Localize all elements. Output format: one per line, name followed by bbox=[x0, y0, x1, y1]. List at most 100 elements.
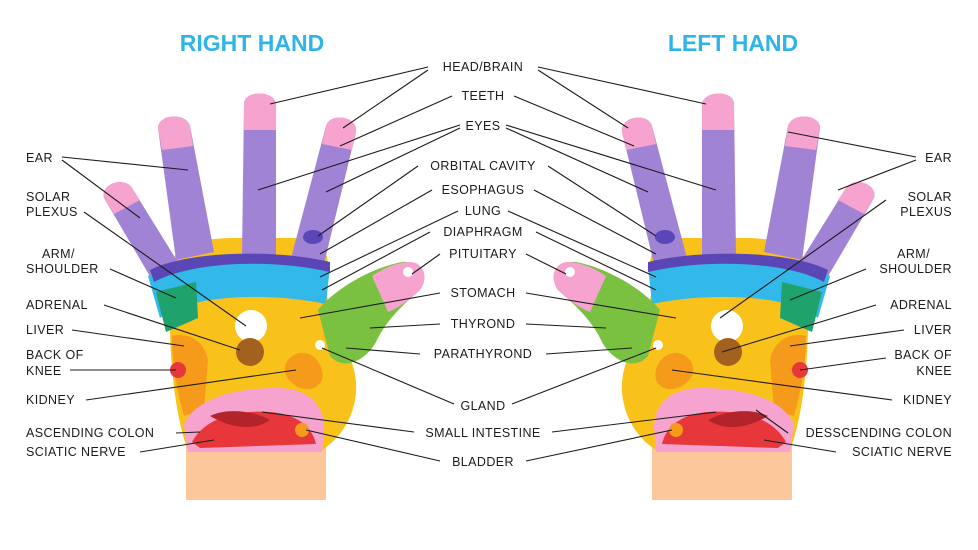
right-hand-labels: EAR SOLAR PLEXUS ARM/ SHOULDER ADRENAL L… bbox=[26, 151, 154, 459]
right-fingers bbox=[103, 93, 357, 290]
right-bladder-dark bbox=[210, 411, 270, 428]
line-solar-l bbox=[719, 199, 887, 319]
line-orbital-l bbox=[547, 165, 657, 237]
line-ear-l2 bbox=[837, 159, 917, 191]
label-colon-left: DESSCENDING COLON bbox=[806, 426, 952, 440]
line-sciatic-l bbox=[763, 439, 837, 453]
line-ear-r2 bbox=[61, 159, 141, 219]
label-stomach: STOMACH bbox=[450, 286, 515, 300]
line-small-int-r bbox=[261, 411, 415, 433]
label-liver-left: LIVER bbox=[914, 323, 952, 337]
left-gland-spot bbox=[653, 340, 663, 350]
label-colon-right: ASCENDING COLON bbox=[26, 426, 154, 440]
line-teeth-r bbox=[339, 95, 453, 147]
line-sciatic-r bbox=[139, 439, 215, 453]
right-pinky bbox=[103, 182, 184, 290]
left-pituitary-spot bbox=[565, 267, 575, 277]
line-eyes-l2 bbox=[505, 127, 649, 193]
line-stomach-r bbox=[299, 292, 441, 319]
left-pinky-tip bbox=[838, 182, 875, 214]
label-back-knee-right-1: BACK OF bbox=[26, 348, 84, 362]
label-arm-left-1: ARM/ bbox=[897, 247, 930, 261]
line-knee-l bbox=[799, 357, 887, 371]
right-back-of-knee-spot bbox=[170, 362, 186, 378]
right-middle-finger bbox=[242, 93, 276, 256]
line-arm-r bbox=[109, 268, 177, 299]
left-hand-title: LEFT HAND bbox=[668, 30, 798, 56]
left-adrenal-spot bbox=[714, 338, 742, 366]
left-bladder-dark bbox=[708, 411, 768, 428]
left-middle-tip bbox=[702, 93, 734, 130]
line-small-int-l bbox=[551, 411, 717, 433]
right-liver-zone bbox=[172, 335, 208, 416]
label-arm-left-2: SHOULDER bbox=[879, 262, 952, 276]
label-back-knee-left-2: KNEE bbox=[916, 364, 952, 378]
line-kidney-r bbox=[85, 369, 297, 401]
label-back-knee-left-1: BACK OF bbox=[894, 348, 952, 362]
label-arm-right-1: ARM/ bbox=[42, 247, 75, 261]
line-kidney-l bbox=[671, 369, 893, 401]
label-head-brain: HEAD/BRAIN bbox=[443, 60, 523, 74]
label-kidney-right: KIDNEY bbox=[26, 393, 75, 407]
line-ear-r1 bbox=[61, 156, 189, 171]
left-arm-shoulder-zone bbox=[780, 282, 822, 332]
line-adrenal-l bbox=[721, 304, 877, 353]
left-ring-finger bbox=[764, 116, 820, 260]
line-liver-l bbox=[789, 329, 905, 347]
label-kidney-left: KIDNEY bbox=[903, 393, 952, 407]
line-stomach-l bbox=[525, 292, 677, 319]
left-index-tip bbox=[621, 117, 656, 150]
center-labels: HEAD/BRAIN TEETH EYES ORBITAL CAVITY ESO… bbox=[425, 60, 540, 469]
line-pituitary-r bbox=[411, 253, 441, 275]
line-parathyrond-r bbox=[345, 347, 421, 355]
line-head-brain-l2 bbox=[537, 69, 629, 129]
line-bladder-l bbox=[525, 429, 673, 462]
label-parathyrond: PARATHYROND bbox=[434, 347, 532, 361]
label-ear-right: EAR bbox=[26, 151, 53, 165]
line-gland-l bbox=[511, 347, 657, 405]
right-index-tip bbox=[322, 117, 357, 150]
line-gland-r bbox=[321, 347, 455, 405]
label-adrenal-left: ADRENAL bbox=[890, 298, 952, 312]
right-hand-title: RIGHT HAND bbox=[180, 30, 324, 56]
line-esophagus-r bbox=[319, 189, 433, 255]
label-orbital-cavity: ORBITAL CAVITY bbox=[430, 159, 536, 173]
line-pituitary-l bbox=[525, 253, 567, 275]
line-head-brain-l1 bbox=[537, 66, 707, 105]
label-solar-right-2: PLEXUS bbox=[26, 205, 78, 219]
label-adrenal-right: ADRENAL bbox=[26, 298, 88, 312]
label-diaphragm: DIAPHRAGM bbox=[443, 225, 522, 239]
label-bladder: BLADDER bbox=[452, 455, 514, 469]
leader-lines bbox=[61, 66, 917, 462]
left-liver-zone bbox=[770, 335, 806, 416]
right-adrenal-spot bbox=[236, 338, 264, 366]
left-hand-illustration bbox=[553, 93, 875, 500]
line-adrenal-r bbox=[103, 304, 241, 351]
left-pinky bbox=[794, 182, 875, 290]
label-gland: GLAND bbox=[460, 399, 505, 413]
line-head-brain-r1 bbox=[269, 66, 429, 105]
line-solar-r bbox=[83, 211, 247, 327]
right-middle-tip bbox=[244, 93, 276, 130]
label-thyrond: THYROND bbox=[451, 317, 516, 331]
right-ring-finger bbox=[158, 116, 214, 260]
label-ear-left: EAR bbox=[925, 151, 952, 165]
label-sciatic-right: SCIATIC NERVE bbox=[26, 445, 126, 459]
line-parathyrond-l bbox=[545, 347, 633, 355]
line-thyrond-l bbox=[525, 323, 607, 329]
label-teeth: TEETH bbox=[462, 89, 505, 103]
right-pituitary-spot bbox=[403, 267, 413, 277]
line-diaphragm-r bbox=[321, 231, 431, 291]
left-hand-labels: EAR SOLAR PLEXUS ARM/ SHOULDER ADRENAL L… bbox=[806, 151, 952, 459]
right-solar-plexus-spot bbox=[235, 310, 267, 342]
label-esophagus: ESOPHAGUS bbox=[442, 183, 525, 197]
label-pituitary: PITUITARY bbox=[449, 247, 517, 261]
line-teeth-l bbox=[513, 95, 635, 147]
right-eye-spot bbox=[303, 230, 323, 244]
label-lung: LUNG bbox=[465, 204, 501, 218]
right-ring-tip bbox=[158, 116, 193, 150]
label-liver-right: LIVER bbox=[26, 323, 64, 337]
left-solar-plexus-spot bbox=[711, 310, 743, 342]
line-orbital-r bbox=[317, 165, 419, 237]
